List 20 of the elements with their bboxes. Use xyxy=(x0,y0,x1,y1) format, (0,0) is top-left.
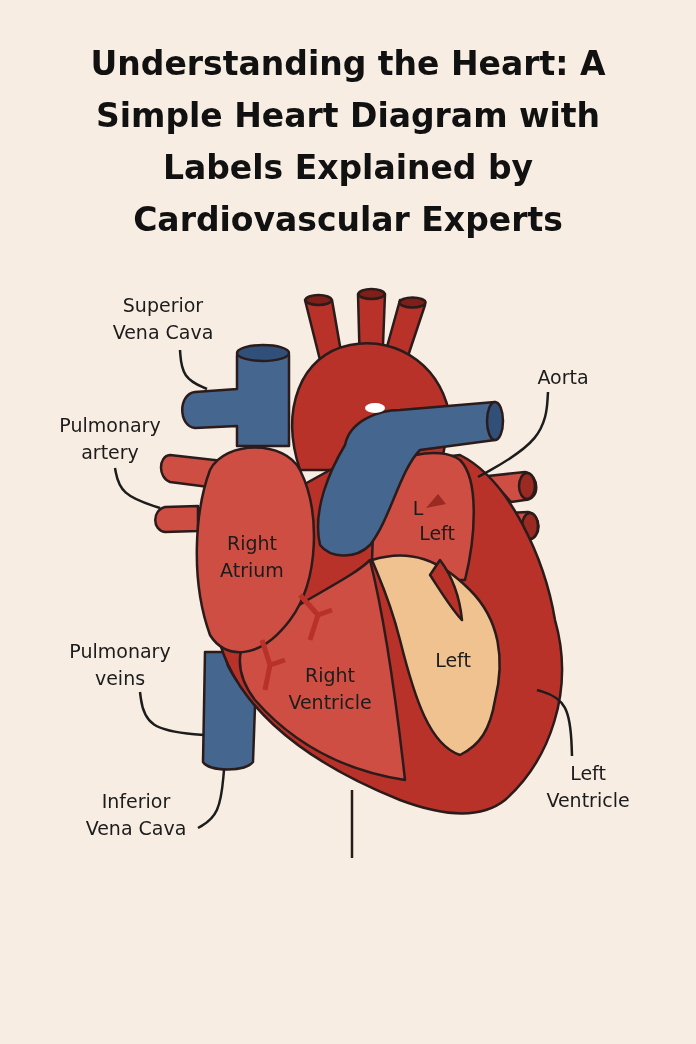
part-label: Right Atrium xyxy=(219,531,285,583)
leader-line xyxy=(197,769,226,830)
leader-line xyxy=(113,467,161,510)
blood-vessel xyxy=(201,650,257,771)
callout-label: Inferior Vena Cava xyxy=(80,788,192,842)
callout-label: Aorta xyxy=(520,364,606,391)
title: Understanding the Heart: A Simple Heart Diagram with Labels Explained by Cardiovascular Experts xyxy=(89,43,607,241)
leader-line xyxy=(178,349,208,391)
blood-vessel xyxy=(154,504,200,534)
blood-vessel xyxy=(181,343,291,448)
part-label: Right Ventricle xyxy=(287,663,373,715)
callout-label: Left Ventricle xyxy=(540,760,636,814)
callout-label: Pulmonary veins xyxy=(45,638,195,692)
leader-line xyxy=(536,688,574,757)
part-label: Left xyxy=(418,521,456,546)
callout-label: Superior Vena Cava xyxy=(105,292,221,346)
callout-label: Pulmonary artery xyxy=(45,412,175,466)
part-label: L xyxy=(411,496,425,521)
leader-line xyxy=(138,691,205,737)
part-label: Left xyxy=(434,648,472,673)
